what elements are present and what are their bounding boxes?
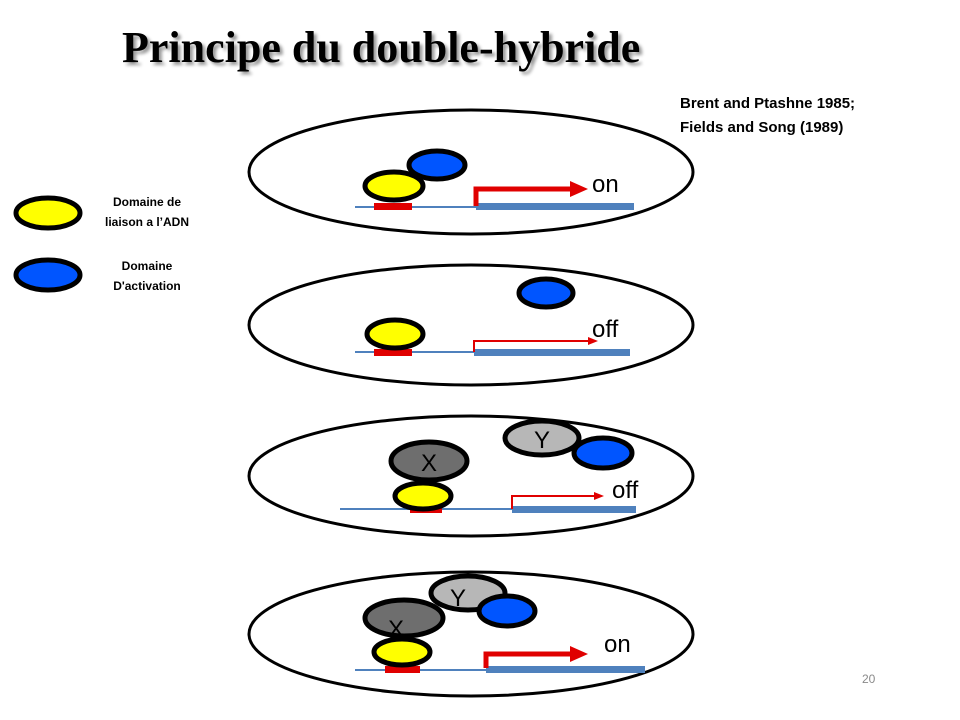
page-number: 20 xyxy=(862,672,876,686)
cell-2-arrowhead xyxy=(588,337,598,345)
cell-3-gene xyxy=(512,506,636,513)
cell-2-activation-domain xyxy=(516,276,576,310)
cell-1-gene xyxy=(476,203,634,210)
cell-4: Y X on xyxy=(247,570,695,698)
cell-2-dna-binding-domain xyxy=(364,317,426,351)
cell-1-dna-binding-domain xyxy=(362,169,426,203)
cell-1-binding-site xyxy=(374,203,412,210)
cell-4-arrowhead xyxy=(570,646,588,662)
cell-4-protein-x xyxy=(362,597,446,639)
cell-1-transcription-arrow xyxy=(473,186,572,206)
cell-4-binding-site xyxy=(385,666,420,673)
cell-2-binding-site xyxy=(374,349,412,356)
references: Brent and Ptashne 1985; Fields and Song … xyxy=(680,92,855,140)
cell-3-protein-y-label: Y xyxy=(534,427,550,454)
cell-1-arrowhead xyxy=(570,181,588,197)
cell-4-membrane xyxy=(247,570,695,698)
cell-3-protein-x xyxy=(388,439,470,483)
cell-3-dna-binding-domain xyxy=(392,480,454,512)
cell-3-protein-x-label: X xyxy=(421,450,437,477)
cell-3-arrowhead xyxy=(594,492,604,500)
cell-4-state-label: on xyxy=(604,631,631,658)
cell-2-gene xyxy=(474,349,630,356)
reference-line-2: Fields and Song (1989) xyxy=(680,119,844,136)
legend-dna-binding-swatch xyxy=(13,195,83,231)
cell-1: on xyxy=(247,108,695,236)
cell-4-dna-binding-domain xyxy=(371,636,433,668)
cell-3: X Y off xyxy=(247,414,695,538)
cell-2-transcription-arrow xyxy=(473,340,590,352)
cell-4-activation-domain xyxy=(476,593,538,629)
legend-dna-binding-line-1: Domaine de xyxy=(112,195,181,209)
legend-activation-line-1: Domaine xyxy=(121,259,173,273)
cell-2: off xyxy=(247,263,695,387)
cell-2-state-label: off xyxy=(592,316,619,343)
cell-2-membrane xyxy=(247,263,695,387)
cell-1-state-label: on xyxy=(592,171,619,198)
cell-1-activation-domain xyxy=(406,148,468,182)
legend-activation-swatch xyxy=(13,257,83,293)
cell-3-membrane xyxy=(247,414,695,538)
reference-line-1: Brent and Ptashne 1985; xyxy=(680,95,856,112)
cell-4-protein-x-label: X xyxy=(388,616,404,643)
legend-label-activation: Domaine D'activation xyxy=(77,256,217,296)
legend-activation-line-2: D'activation xyxy=(113,279,181,293)
legend-label-dna-binding: Domaine de liaison a l’ADN xyxy=(77,192,217,232)
cell-3-activation-domain xyxy=(571,435,635,471)
cell-4-protein-y-label: Y xyxy=(450,585,466,612)
cell-1-membrane xyxy=(247,108,695,236)
legend-dna-binding-line-2: liaison a l’ADN xyxy=(104,215,190,229)
cell-4-gene xyxy=(486,666,645,673)
cell-3-state-label: off xyxy=(612,477,639,504)
cell-4-transcription-arrow xyxy=(483,651,572,668)
cell-3-protein-y xyxy=(502,418,582,458)
page-title: Principe du double-hybride xyxy=(122,23,641,72)
cell-3-transcription-arrow xyxy=(511,495,596,509)
